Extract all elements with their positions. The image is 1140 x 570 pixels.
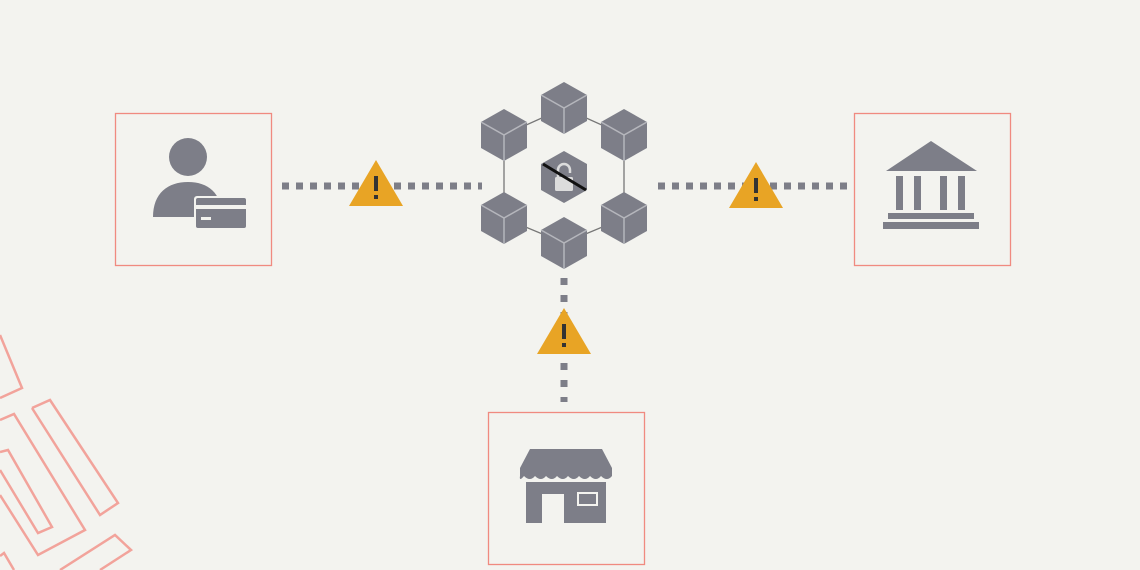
- decorative-maze-pattern: [0, 334, 134, 570]
- blockchain-network-icon: [480, 81, 648, 270]
- block-cube-icon: [600, 108, 648, 162]
- merchant-frame: [487, 411, 646, 566]
- person-with-card-icon: [153, 138, 248, 230]
- customer-frame: [114, 112, 273, 267]
- bank-icon: [883, 141, 979, 229]
- bank-frame: [853, 112, 1012, 267]
- block-cube-icon: [540, 216, 588, 270]
- warning-icon: [537, 308, 591, 354]
- block-cube-icon: [540, 81, 588, 135]
- store-icon: [519, 449, 612, 523]
- unlocked-lock-icon: [541, 151, 587, 203]
- block-cube-icon: [480, 191, 528, 245]
- block-cube-icon: [600, 191, 648, 245]
- block-cube-icon: [480, 108, 528, 162]
